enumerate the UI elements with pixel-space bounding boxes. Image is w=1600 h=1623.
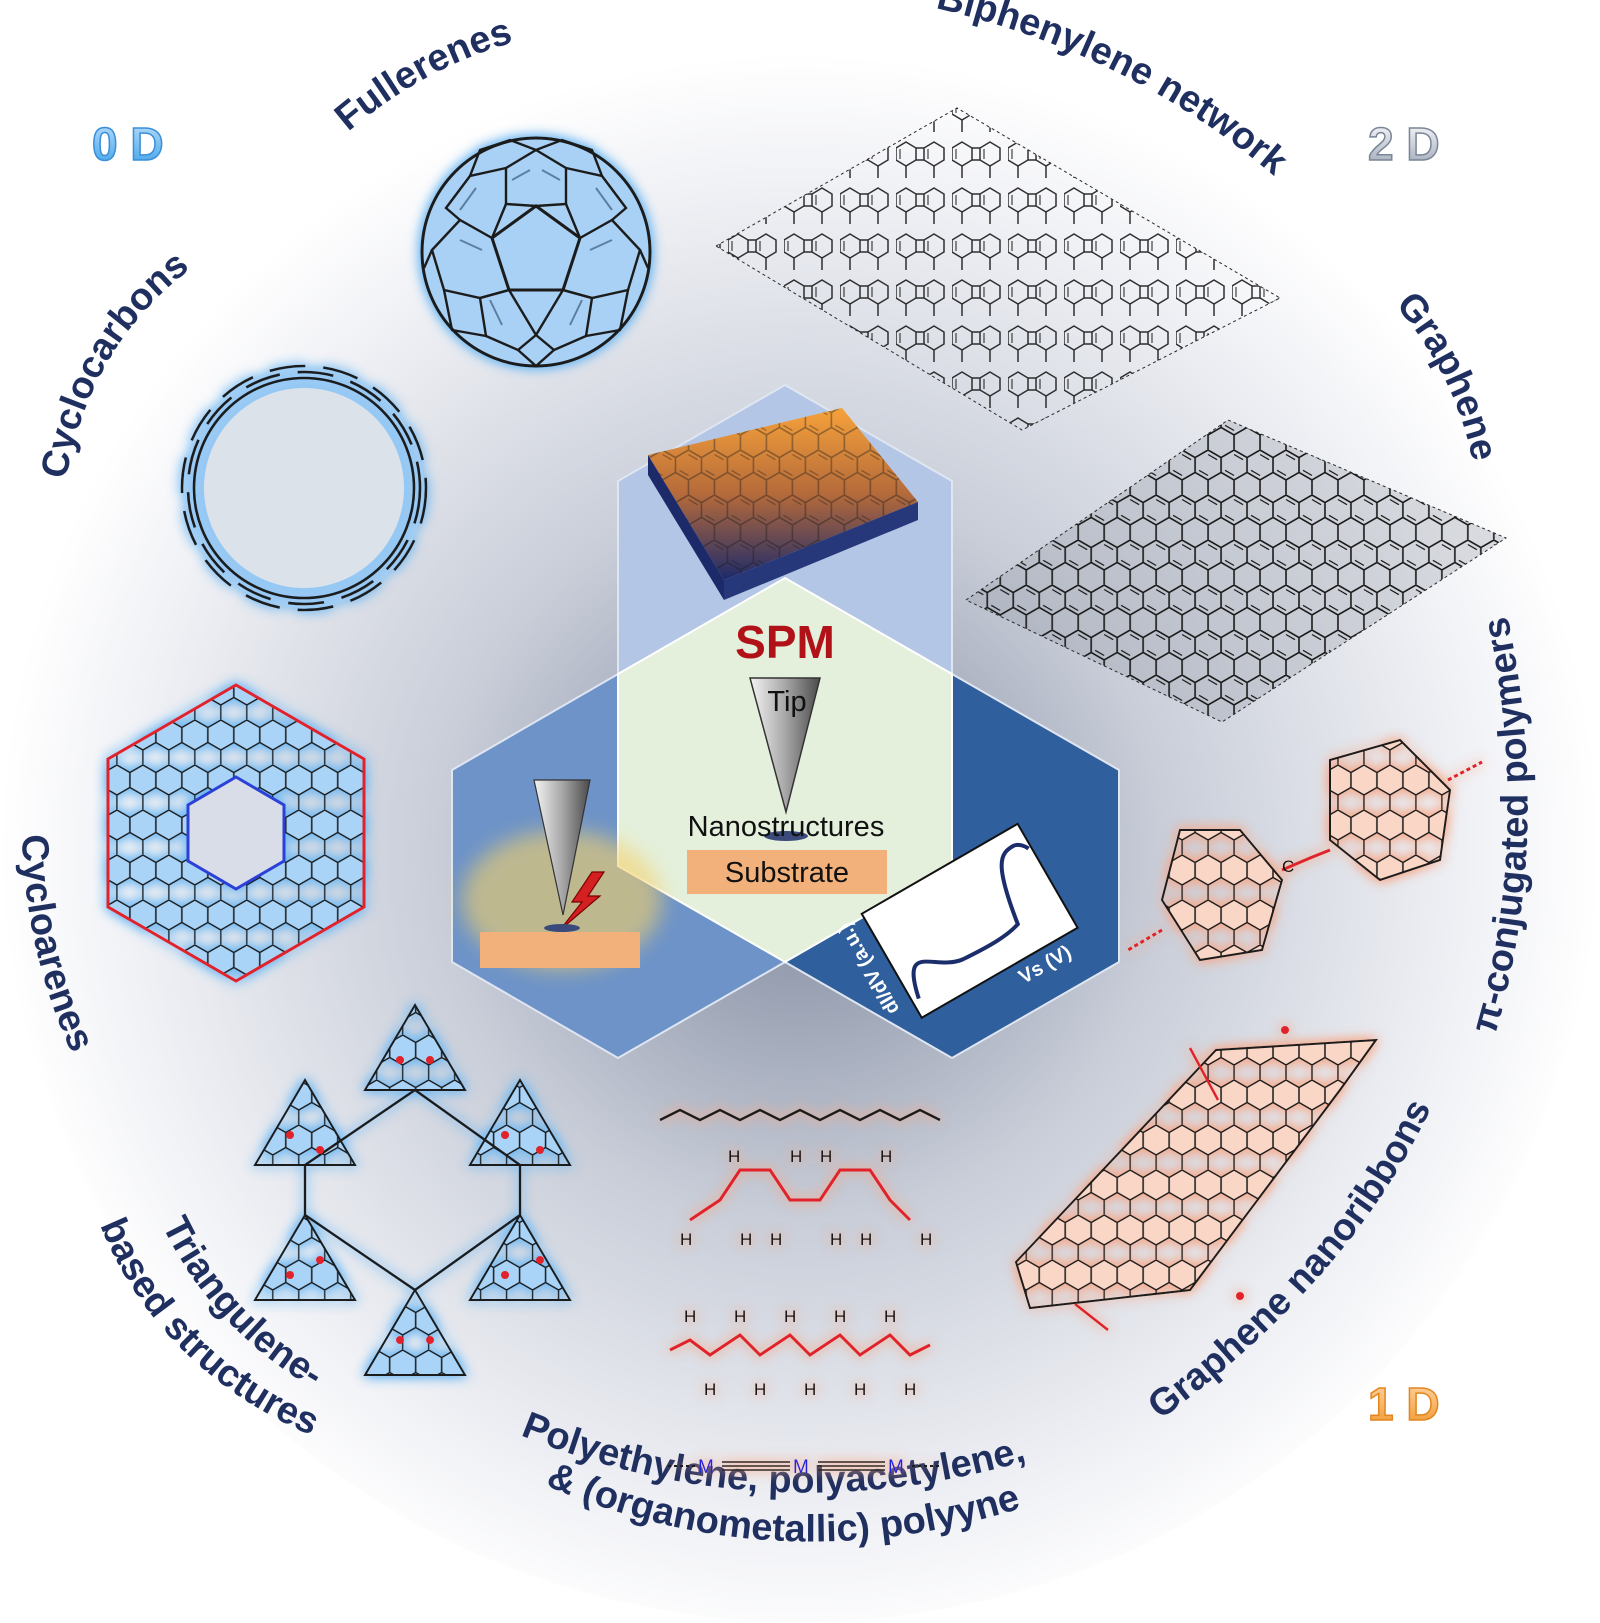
cycloarene-structure	[106, 683, 366, 983]
svg-text:H: H	[804, 1380, 816, 1399]
svg-text:H: H	[834, 1307, 846, 1326]
svg-text:H: H	[734, 1307, 746, 1326]
svg-text:H: H	[920, 1230, 932, 1249]
spm-center-cluster: SPM Tip Nanostructures Substrate Vs (V) …	[451, 383, 1120, 1060]
svg-text:H: H	[704, 1380, 716, 1399]
svg-text:H: H	[784, 1307, 796, 1326]
svg-text:H: H	[860, 1230, 872, 1249]
svg-text:H: H	[728, 1147, 740, 1166]
didv-spectrum-plot: Vs (V) dI/dV (a.u.)	[834, 822, 1079, 1020]
substrate-block	[687, 850, 887, 894]
svg-text:H: H	[884, 1307, 896, 1326]
organometallic-polyyne-chain: M M M	[668, 1457, 940, 1478]
metal-atom: M	[888, 1457, 904, 1478]
polymer-chains: H H H H H H H H H H H H H H H H H H H H	[659, 1108, 941, 1478]
atom-c-label: C	[1282, 857, 1294, 876]
substrate-label: Substrate	[725, 857, 849, 889]
svg-text:H: H	[904, 1380, 916, 1399]
nanostructures-label: Nanostructures	[688, 811, 885, 843]
metal-atom: M	[698, 1457, 714, 1478]
biphenylene-network-structure	[715, 107, 1282, 431]
stm-topography-image	[648, 408, 918, 600]
dimension-2d: 2 D	[1368, 118, 1440, 170]
svg-text:H: H	[684, 1307, 696, 1326]
svg-text:H: H	[754, 1380, 766, 1399]
cis-h-row-bottom: H H H H H H	[680, 1230, 932, 1249]
tip-label: Tip	[767, 686, 806, 718]
graphene-structure	[965, 419, 1508, 723]
svg-text:H: H	[740, 1230, 752, 1249]
svg-text:H: H	[830, 1230, 842, 1249]
svg-text:H: H	[880, 1147, 892, 1166]
nanostructure-dot	[764, 831, 808, 841]
svg-text:H: H	[820, 1147, 832, 1166]
svg-text:H: H	[770, 1230, 782, 1249]
lightning-icon	[559, 871, 606, 931]
cis-polyacetylene-chain	[689, 1168, 912, 1222]
spm-title: SPM	[735, 616, 835, 668]
tip-cone	[749, 677, 821, 815]
svg-text:H: H	[790, 1147, 802, 1166]
svg-text:H: H	[854, 1380, 866, 1399]
metal-atom: M	[793, 1457, 809, 1478]
fullerene-structure	[420, 136, 652, 368]
tip-manipulation-illustration	[462, 779, 662, 970]
dimension-1d: 1 D	[1368, 1378, 1440, 1430]
spectrum-curve	[911, 842, 1030, 1000]
trans-h-rows: H H H H H H H H H H	[684, 1307, 916, 1399]
triangulene-structure	[253, 1003, 572, 1376]
svg-text:H: H	[680, 1230, 692, 1249]
dimension-0d: 0 D	[92, 118, 164, 170]
trans-polyacetylene-chain	[669, 1333, 931, 1357]
pi-conjugated-polymer-structure: C	[1127, 738, 1483, 962]
polyethylene-chain	[659, 1108, 941, 1122]
cis-h-row-top: H H H H	[728, 1147, 892, 1166]
cyclocarbon-structure	[180, 364, 428, 612]
graphene-nanoribbon-structure	[1014, 1026, 1379, 1331]
